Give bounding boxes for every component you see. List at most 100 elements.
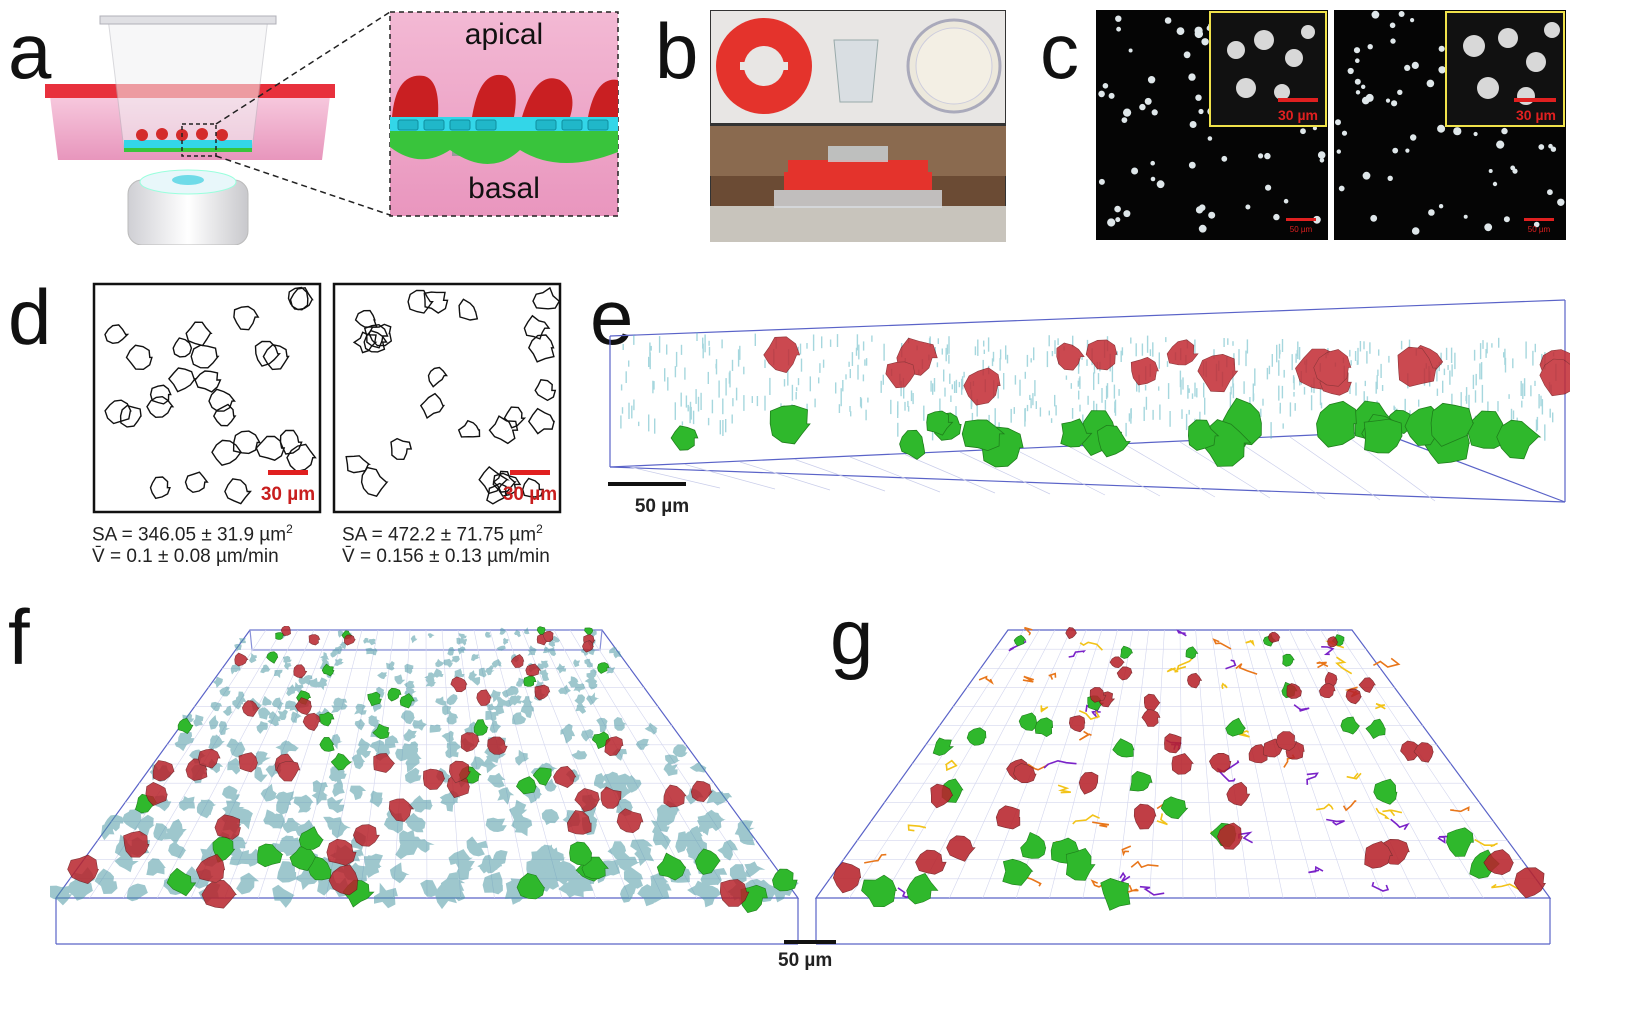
cell-track [864, 853, 887, 864]
grid-line [629, 466, 721, 489]
red-cell [1539, 358, 1570, 397]
membrane-mesh [1482, 340, 1484, 349]
green-cell [177, 718, 194, 734]
cell-outline [354, 309, 378, 328]
membrane-mesh [497, 787, 515, 805]
membrane-mesh [318, 677, 328, 688]
membrane-mesh [961, 389, 963, 395]
red-cell [241, 700, 260, 717]
cell-track [1127, 884, 1139, 893]
red-cell [1209, 753, 1232, 773]
red-cell [1226, 781, 1251, 807]
membrane-mesh [1097, 373, 1100, 385]
membrane-mesh [290, 711, 302, 723]
membrane-mesh [822, 359, 825, 368]
membrane-mesh [1130, 337, 1132, 344]
membrane-mesh [445, 744, 459, 759]
membrane-mesh [1388, 355, 1390, 363]
cell-dot [1385, 98, 1391, 103]
membrane-mesh [551, 635, 561, 643]
cell-dot [1362, 171, 1371, 180]
membrane-mesh [1165, 337, 1167, 343]
cell-dot [1548, 143, 1553, 149]
red-cell [763, 336, 801, 374]
green-cell [1100, 877, 1131, 911]
membrane-mesh [851, 352, 854, 366]
basal-label: basal [468, 172, 540, 205]
membrane-mesh [1438, 361, 1440, 372]
membrane-mesh [836, 334, 839, 347]
membrane-mesh [882, 374, 884, 385]
green-cell [670, 425, 699, 451]
membrane-mesh [1538, 394, 1540, 409]
cell-dot [1496, 140, 1505, 149]
membrane-mesh [208, 715, 219, 730]
panel-letter-c: c [1040, 7, 1079, 95]
membrane-mesh [312, 780, 328, 795]
red-cell [510, 654, 525, 668]
cell-track [1130, 860, 1159, 869]
membrane-mesh [581, 729, 594, 742]
membrane-mesh [558, 684, 572, 695]
membrane-mesh [1194, 382, 1196, 397]
transwell-insert [107, 17, 269, 151]
red-cell [930, 783, 954, 809]
cell-dot [1355, 90, 1361, 95]
membrane-mesh [1120, 350, 1122, 362]
red-cell [1164, 733, 1182, 754]
membrane-mesh [860, 398, 863, 409]
green-cell [257, 843, 284, 868]
red-cell [1397, 346, 1437, 387]
membrane-mesh [704, 334, 706, 353]
membrane-mesh [1232, 370, 1234, 388]
grid-line [1014, 449, 1106, 496]
membrane-mesh [806, 403, 808, 411]
red-cell [1187, 672, 1203, 689]
membrane-mesh [1359, 341, 1362, 352]
membrane-mesh [1185, 413, 1188, 431]
membrane-mesh [458, 633, 467, 640]
membrane-mesh [718, 380, 720, 398]
cell-outline [208, 388, 236, 412]
membrane-mesh [649, 342, 651, 357]
membrane-mesh [625, 371, 627, 383]
membrane-mesh [1400, 340, 1403, 350]
membrane-mesh [1057, 338, 1059, 345]
cell-dot [1115, 217, 1121, 223]
green-cell [372, 723, 390, 739]
membrane-mesh [1223, 338, 1225, 347]
cell-track [1306, 772, 1319, 785]
membrane-mesh [545, 847, 566, 869]
membrane-mesh [1262, 398, 1264, 406]
membrane-mesh [1152, 342, 1154, 357]
membrane-mesh [1252, 383, 1254, 402]
membrane-mesh [1006, 354, 1009, 364]
green-cell [1002, 858, 1034, 886]
membrane-mesh [1158, 386, 1160, 391]
membrane-mesh [489, 689, 501, 703]
cell-dot [1198, 108, 1204, 115]
cell-dot [1492, 181, 1498, 187]
membrane-mesh [1101, 388, 1103, 403]
cell-outline [423, 291, 449, 314]
cell-track [1437, 835, 1450, 844]
cell-track [1316, 803, 1334, 811]
cell-track [1491, 883, 1520, 890]
green-cell [1340, 716, 1361, 735]
membrane-mesh [104, 814, 124, 832]
membrane-mesh [818, 377, 820, 384]
membrane-mesh [695, 819, 716, 836]
membrane-mesh [1093, 400, 1095, 413]
cell-dot [1353, 47, 1361, 54]
membrane-mesh [1230, 386, 1232, 395]
cell-track [1176, 656, 1195, 671]
membrane-mesh [568, 676, 579, 688]
membrane-mesh [295, 819, 317, 839]
cell-track [1023, 626, 1033, 636]
cell-dot [1438, 66, 1446, 74]
membrane-mesh [210, 701, 223, 712]
red-cell [326, 838, 357, 866]
membrane-mesh [1366, 351, 1368, 364]
green-cell [1120, 645, 1133, 659]
cell-outline [345, 455, 372, 474]
